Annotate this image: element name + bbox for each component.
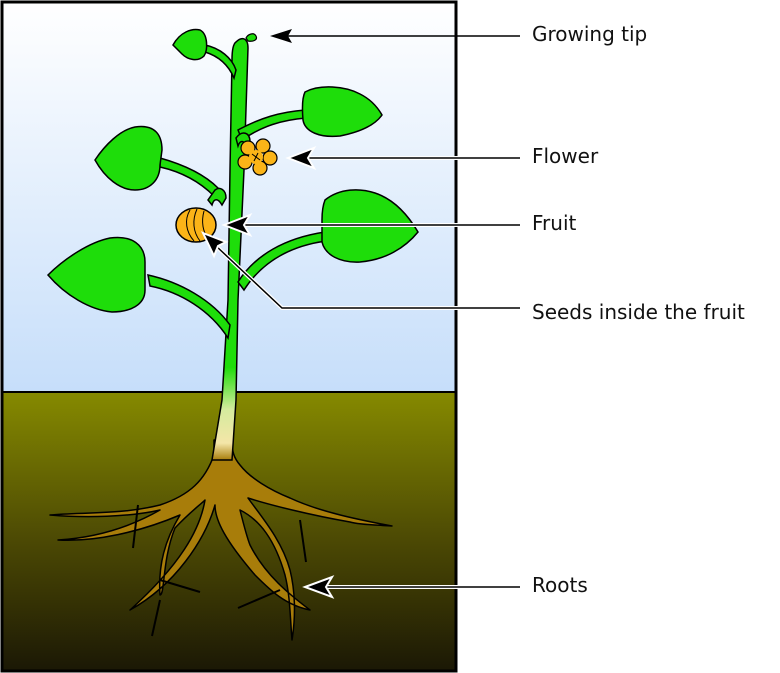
label-fruit: Fruit <box>532 211 577 235</box>
leaf-upper-left <box>94 125 163 191</box>
arrow-flower <box>285 146 317 170</box>
roots <box>49 439 393 641</box>
leaf-top <box>172 28 208 61</box>
growing-tip-bud <box>245 33 258 42</box>
label-roots: Roots <box>532 573 588 597</box>
label-growing-tip: Growing tip <box>532 22 648 46</box>
arrow-roots <box>302 575 335 599</box>
arrow-seeds <box>201 231 229 259</box>
leaf-stalks <box>147 44 327 341</box>
label-seeds: Seeds inside the fruit <box>532 300 745 324</box>
leaf-lower-left <box>46 236 146 313</box>
arrow-growing-tip <box>270 29 292 43</box>
flower <box>237 138 278 176</box>
label-flower: Flower <box>532 144 599 168</box>
arrow-fruit <box>221 213 253 237</box>
callouts <box>201 29 520 599</box>
leaf-upper-right <box>301 86 383 138</box>
panel-border <box>0 0 458 673</box>
